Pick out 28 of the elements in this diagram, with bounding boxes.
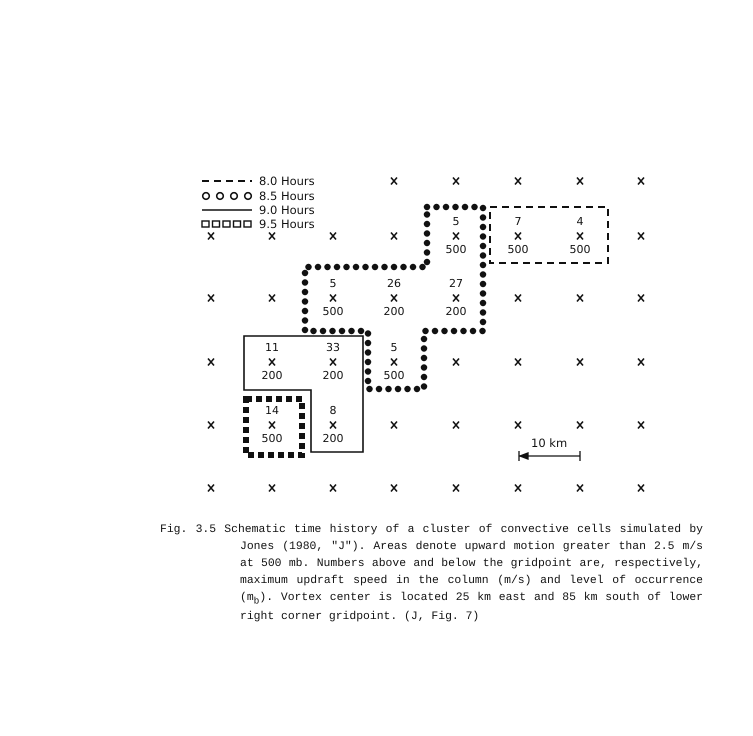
updraft-speed-value: 5 <box>328 277 338 290</box>
updraft-speed-value: 14 <box>264 404 280 417</box>
updraft-speed-value: 27 <box>448 277 464 290</box>
updraft-speed-value: 33 <box>325 341 341 354</box>
updraft-speed-value: 7 <box>514 215 522 228</box>
updraft-speed-value: 5 <box>390 341 398 354</box>
level-value: 500 <box>260 432 284 445</box>
level-value: 200 <box>322 432 344 445</box>
updraft-speed-value: 26 <box>386 277 402 290</box>
level-value: 200 <box>382 305 406 318</box>
level-value: 500 <box>506 243 530 256</box>
figure-caption: Fig. 3.5 Schematic time history of a cluster of convective cells simulated by Jones (1980, "J"). Areas denote upward motion greater than 2.5 m/s at 500 mb. Numbers above and below the gridpoint are, respectively, maximum updraft speed in the column (m/s) and level of occurrence (m$_{b}$). Vortex center is located 25 km east and 85 km south of lower right corner gridpoint. (J, Fig. 7) <box>160 522 703 626</box>
legend-label: 8.0 Hours <box>259 174 315 188</box>
level-value: 200 <box>322 369 344 382</box>
level-value: 200 <box>260 369 284 382</box>
level-value: 500 <box>322 305 344 318</box>
updraft-speed-value: 4 <box>576 215 584 228</box>
updraft-speed-value: 8 <box>328 404 338 417</box>
updraft-speed-value: 11 <box>264 341 280 354</box>
legend-label: 9.0 Hours <box>259 203 315 217</box>
legend-label: 8.5 Hours <box>259 189 315 203</box>
scale-label: 10 km <box>531 436 568 450</box>
level-value: 200 <box>444 305 468 318</box>
level-value: 500 <box>444 243 468 256</box>
level-value: 500 <box>568 243 592 256</box>
legend-label: 9.5 Hours <box>259 217 315 231</box>
level-value: 500 <box>382 369 406 382</box>
updraft-speed-value: 5 <box>452 215 460 228</box>
